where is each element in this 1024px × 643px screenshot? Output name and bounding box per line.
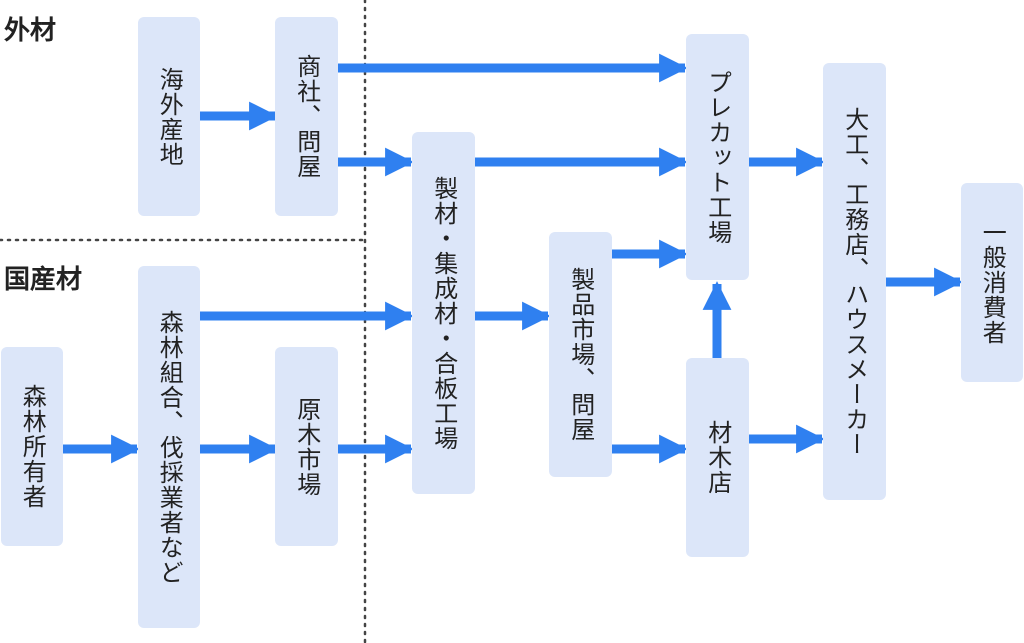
node-builders: 大工、工務店、ハウスメーカー (823, 63, 886, 500)
node-lumber-store-label: 材木店 (703, 420, 732, 495)
node-sawmill-label: 製材・集成材・合板工場 (429, 175, 458, 451)
node-precut-factory: プレカット工場 (686, 34, 749, 280)
node-forest-union-label: 森林組合、伐採業者など (155, 309, 184, 585)
node-forest-owner-label: 森林所有者 (18, 384, 47, 509)
section-label-domestic: 国産材 (4, 265, 83, 295)
node-consumers-label: 一般消費者 (978, 220, 1007, 345)
node-builders-label: 大工、工務店、ハウスメーカー (840, 106, 869, 457)
node-trading-wholesale-label: 商社、問屋 (292, 54, 321, 179)
node-lumber-store: 材木店 (686, 358, 749, 557)
node-log-market: 原木市場 (275, 347, 338, 546)
node-trading-wholesale: 商社、問屋 (275, 17, 338, 216)
node-consumers: 一般消費者 (961, 183, 1023, 382)
node-product-market: 製品市場、問屋 (549, 232, 612, 477)
section-label-imported: 外材 (4, 16, 57, 46)
node-overseas-production: 海外産地 (138, 17, 200, 216)
node-forest-union: 森林組合、伐採業者など (138, 266, 200, 628)
node-product-market-label: 製品市場、問屋 (566, 267, 595, 442)
node-precut-factory-label: プレカット工場 (703, 69, 732, 245)
node-overseas-production-label: 海外産地 (155, 66, 184, 167)
node-log-market-label: 原木市場 (292, 396, 321, 497)
node-forest-owner: 森林所有者 (1, 347, 63, 546)
node-sawmill: 製材・集成材・合板工場 (412, 132, 475, 494)
